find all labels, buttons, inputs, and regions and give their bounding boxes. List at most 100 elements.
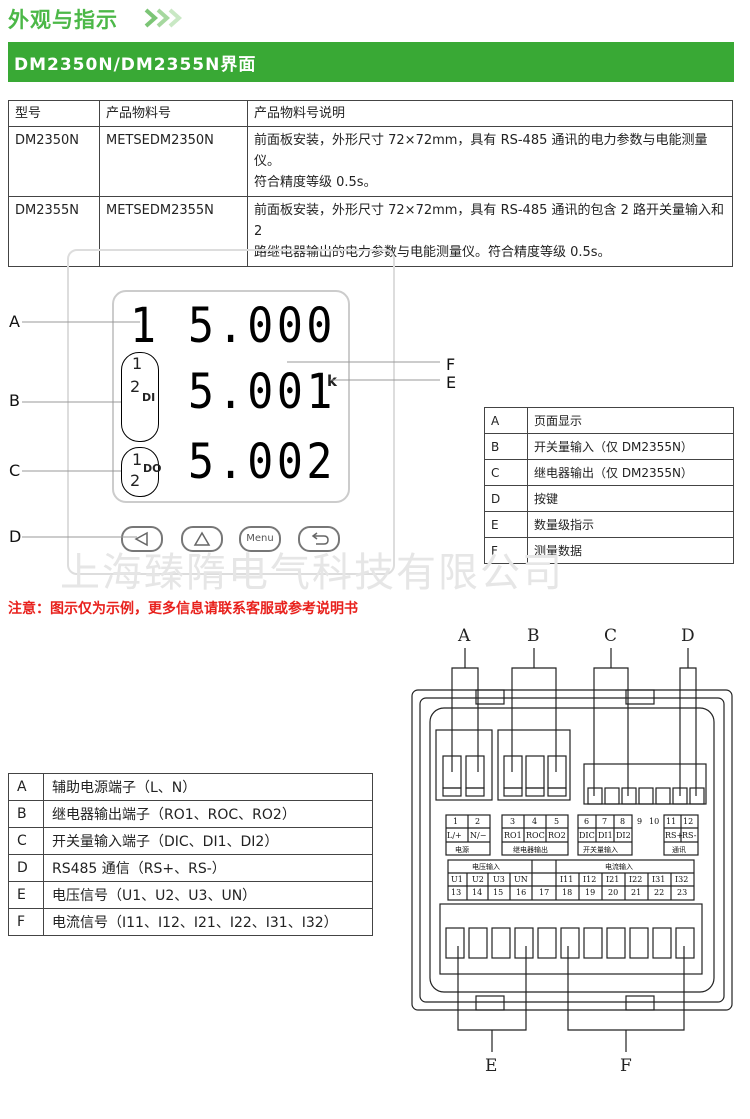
cell-desc: 前面板安装，外形尺寸 72×72mm，具有 RS-485 通讯的电力参数与电能测… [247, 126, 733, 197]
terminal-num: 17 [539, 888, 550, 897]
legend-text: 测量数据 [527, 537, 734, 564]
front-callout-lines [22, 321, 440, 538]
front-panel-frame [67, 249, 395, 575]
do-1: 1 [132, 450, 143, 469]
terminal-num: 7 [602, 817, 608, 826]
terminal-label: I12 [583, 875, 597, 884]
notice-text: 注意：图示仅为示例，更多信息请联系客服或参考说明书 [8, 601, 358, 617]
legend-text: 继电器输出端子（RO1、ROC、RO2） [43, 800, 373, 828]
do-2: 2 [130, 471, 141, 490]
legend-text: 数量级指示 [527, 511, 734, 538]
terminal-label: U1 [451, 875, 463, 884]
terminal-label: U3 [493, 875, 505, 884]
terminal-label: I31 [652, 875, 666, 884]
desc-line: 路继电器输出的电力参数与电能测量仪。符合精度等级 0.5s。 [254, 245, 611, 260]
legend-key: D [8, 854, 44, 882]
terminal-num: 18 [562, 888, 573, 897]
rear-callout-f: F [620, 1056, 632, 1076]
terminal-label: I32 [675, 875, 689, 884]
terminal-label: RO2 [548, 831, 566, 840]
left-button[interactable] [121, 526, 163, 552]
triangle-up-icon [193, 531, 211, 546]
legend-key: D [484, 485, 528, 512]
table-row: DM2355N METSEDM2355N 前面板安装，外形尺寸 72×72mm，… [8, 196, 733, 267]
terminal-num: 21 [631, 888, 642, 897]
product-table: 型号 产品物料号 产品物料号说明 DM2350N METSEDM2350N 前面… [8, 100, 733, 267]
cell-desc: 前面板安装，外形尺寸 72×72mm，具有 RS-485 通讯的包含 2 路开关… [247, 196, 733, 267]
cell-part: METSEDM2350N [99, 126, 248, 197]
triangle-left-icon [134, 531, 148, 547]
terminal-num: 3 [510, 817, 516, 826]
cell-model: DM2350N [8, 126, 100, 197]
group-caption: 电源 [455, 846, 469, 854]
terminal-num: 9 [637, 817, 643, 826]
section-banner [8, 42, 734, 82]
terminal-label: I21 [606, 875, 620, 884]
legend-text: 辅助电源端子（L、N） [43, 773, 373, 801]
terminal-num: 20 [608, 888, 619, 897]
terminal-label: DIC [579, 831, 595, 840]
display-line-2: 5.001 [188, 364, 337, 420]
callout-a: A [9, 312, 20, 331]
rear-callout-d: D [681, 626, 695, 646]
do-label: DO [143, 462, 162, 475]
return-button[interactable] [298, 526, 340, 552]
terminal-num: 10 [649, 817, 660, 826]
rear-callout-e: E [485, 1056, 498, 1076]
col-desc: 产品物料号说明 [247, 100, 733, 127]
di-2: 2 [130, 377, 141, 396]
terminal-num: 16 [516, 888, 527, 897]
legend-key: B [8, 800, 44, 828]
terminal-label: ROC [526, 831, 545, 840]
terminal-num: 4 [532, 817, 538, 826]
terminal-num: 11 [666, 817, 677, 826]
terminal-num: 8 [620, 817, 626, 826]
terminal-label: I11 [560, 875, 574, 884]
terminal-label: N/− [470, 831, 487, 840]
terminal-num: 6 [584, 817, 590, 826]
callout-c: C [9, 461, 21, 480]
terminal-num: 22 [654, 888, 665, 897]
return-arrow-icon [311, 532, 329, 545]
group-caption: 继电器输出 [513, 846, 548, 854]
rear-callout-c: C [604, 626, 618, 646]
callout-f: F [446, 355, 456, 374]
triple-chevron-right-icon [144, 8, 183, 28]
callout-b: B [9, 391, 20, 410]
terminal-label: UN [514, 875, 528, 884]
menu-button[interactable]: Menu [239, 526, 281, 552]
di-1: 1 [132, 354, 143, 373]
display-line-3: 5.002 [188, 434, 337, 490]
callout-e: E [446, 373, 457, 392]
callout-d: D [9, 527, 22, 546]
terminal-num: 13 [451, 888, 462, 897]
terminal-label: RS+ [665, 831, 684, 840]
terminal-label: DI1 [598, 831, 613, 840]
lcd-display [112, 290, 350, 503]
terminal-num: 12 [683, 817, 694, 826]
legend-key: E [484, 511, 528, 538]
group-caption: 通讯 [672, 846, 686, 854]
terminal-num: 1 [453, 817, 459, 826]
terminal-num: 14 [472, 888, 483, 897]
page-indicator: 1 [130, 298, 160, 354]
terminal-label: U2 [472, 875, 484, 884]
terminal-label: DI2 [616, 831, 631, 840]
display-line-1: 5.000 [188, 298, 337, 354]
do-indicator-frame [121, 447, 159, 497]
terminal-num: 2 [475, 817, 481, 826]
up-button[interactable] [181, 526, 223, 552]
legend-text: 电流信号（I11、I12、I21、I22、I31、I32） [43, 908, 373, 936]
terminal-num: 23 [677, 888, 688, 897]
desc-line: 符合精度等级 0.5s。 [254, 175, 377, 190]
group-caption: 开关量输入 [583, 846, 618, 854]
